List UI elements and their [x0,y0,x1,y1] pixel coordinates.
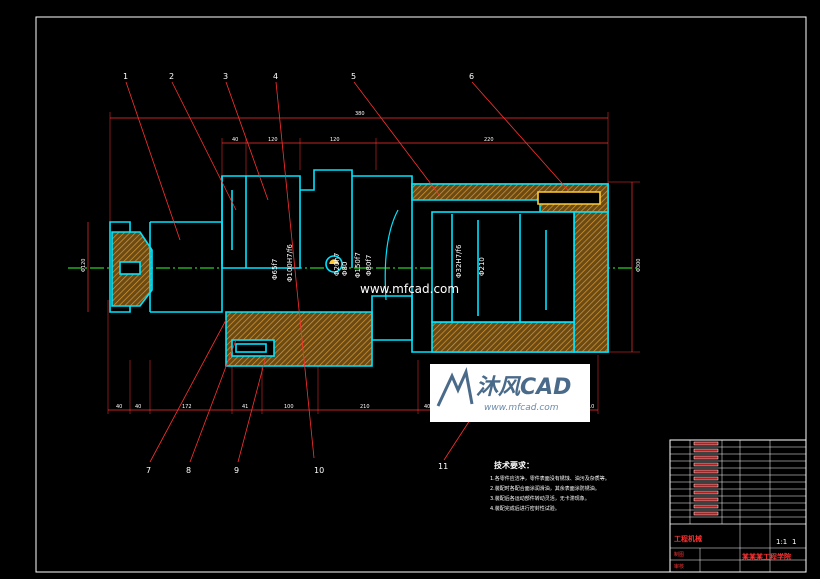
tech-req-item-1: 1.各零件应洁净，零件表面没有锈蚀、油污及杂质等。 [490,475,610,482]
title-block-label-draw: 制图 [674,551,684,558]
main-housing-hatch-right [573,211,609,353]
tech-req-heading: 技术要求： [494,460,534,470]
fit-label-7: Φ32H7/f6 [455,244,463,278]
title-block-drawing-title: 工程机械 [674,534,702,543]
top-dim-4: 220 [484,137,494,143]
fit-label-6: Φ80f7 [365,255,373,276]
title-block: 工程机械 某某某工程学院 制图 审核 1:1 1 [669,439,807,573]
bottom-dim-5: 100 [284,404,294,410]
fit-label-8: Φ210 [478,257,486,276]
leader-number-8: 8 [186,466,191,475]
title-block-row-entry [693,441,719,446]
leader-number-11: 11 [438,462,448,471]
tech-req-item-3: 3.装配后各运动部件转动灵活，无卡滞现象。 [490,495,590,502]
title-block-row-entry [693,483,719,488]
fit-label-1: Φ65f7 [271,259,279,280]
leader-number-6: 6 [469,72,474,81]
leader-number-5: 5 [351,72,356,81]
watermark-logo-text: 沐风CAD [476,375,571,400]
watermark-logo: 沐风CAD www.mfcad.com [430,364,590,422]
leader-number-3: 3 [223,72,228,81]
fit-label-5: Φ150f7 [354,252,362,278]
fit-label-2: Φ100H7/f6 [286,244,294,282]
title-block-school: 某某某工程学院 [741,552,791,561]
top-dim-2: 120 [268,137,278,143]
part-shaft [150,221,223,313]
leader-numbers: 1 2 3 4 5 6 7 8 9 10 11 [123,72,474,475]
leader-number-7: 7 [146,466,151,475]
title-block-scale: 1:1 [776,538,787,546]
title-block-row-entry [693,462,719,467]
top-segment-dimensions: 40 120 120 220 [221,137,608,178]
title-block-row-entry [693,490,719,495]
part-lower-hatch [225,311,373,367]
bottom-dim-7: 40 [424,404,430,410]
part-middle-block [300,169,353,268]
bottom-dim-1: 40 [116,404,122,410]
left-diameter-text: Φ120 [81,259,87,272]
right-diameter-text: Φ300 [636,259,642,272]
bottom-dim-3: 172 [182,404,192,410]
title-block-row-entry [693,476,719,481]
assembly-section [109,169,609,367]
title-block-row-entry [693,504,719,509]
title-block-sheet: 1 [792,538,796,546]
fit-label-4: Φ80 [341,262,349,276]
watermark-center-text: www.mfcad.com [360,282,459,296]
main-housing-hatch-bottom [431,321,575,353]
bottom-dim-2: 40 [135,404,141,410]
leader-number-1: 1 [123,72,128,81]
tech-requirements: 技术要求： 1.各零件应洁净，零件表面没有锈蚀、油污及杂质等。 2.装配时各配合… [490,460,610,512]
diameter-dimensions: Φ120 Φ300 [81,181,642,353]
top-dim-3: 120 [330,137,340,143]
title-block-row-entry [693,455,719,460]
drawing-frame [35,16,807,573]
leader-number-9: 9 [234,466,239,475]
title-block-row-entry [693,469,719,474]
tech-req-item-2: 2.装配时各配合面涂润滑油，其余表面涂防锈油。 [490,485,600,492]
top-dim-1: 40 [232,137,238,143]
tech-req-item-4: 4.装配完成后进行密封性试验。 [490,505,560,512]
title-block-label-check: 审核 [674,563,684,570]
title-block-row-entry [693,511,719,516]
fit-label-3: Φ20h7 [333,253,341,276]
leader-number-10: 10 [314,466,324,475]
title-block-row-entry [693,448,719,453]
title-block-row-entry [693,497,719,502]
leader-number-2: 2 [169,72,174,81]
bottom-dim-6: 210 [360,404,370,410]
bottom-dim-8: 10 [588,404,594,410]
fit-labels: Φ65f7 Φ100H7/f6 Φ20h7 Φ80 Φ150f7 Φ80f7 Φ… [271,244,486,282]
part-end-cap [109,221,131,313]
overall-dim-text: 380 [355,111,365,117]
leader-number-4: 4 [273,72,278,81]
leader-lines [125,81,569,463]
watermark-logo-site: www.mfcad.com [484,403,559,413]
bottom-dim-4: 41 [242,404,248,410]
